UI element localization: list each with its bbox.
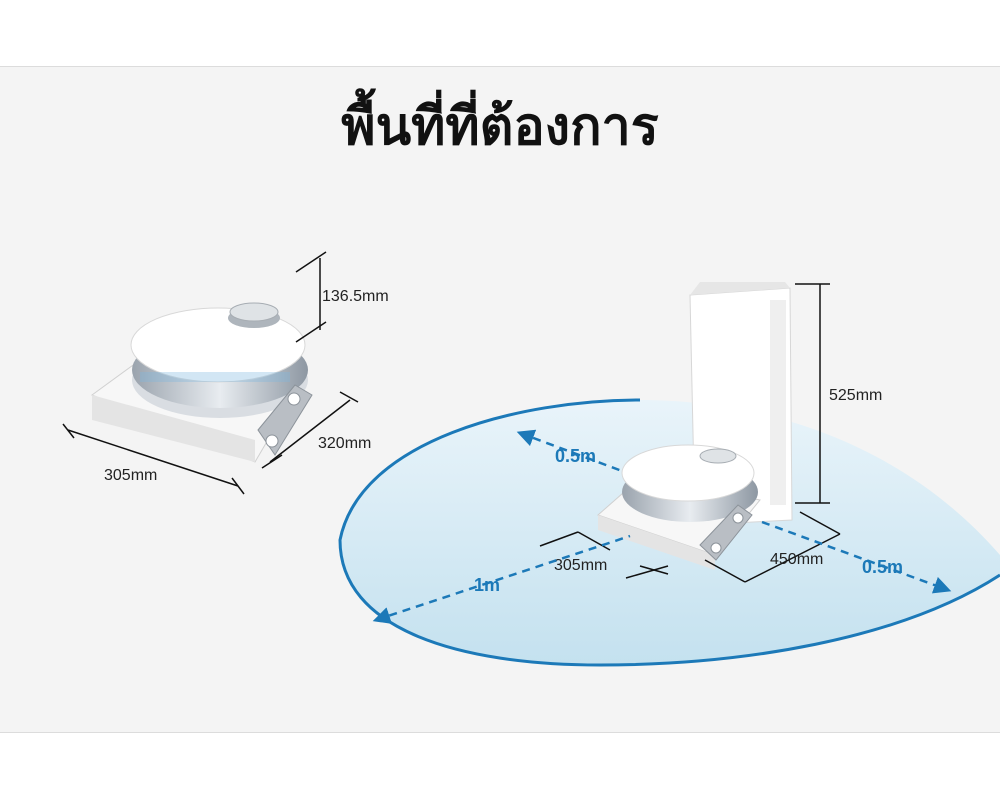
clearance-front-label: 1m [474,575,500,595]
robot-depth-label: 320mm [318,435,371,452]
clearance-right-label: 0.5m [862,557,903,577]
clearance-zone-edge [338,398,1000,667]
clearance-arrows [372,429,952,624]
robot-dimension-lines [62,251,359,495]
station-depth-label: 450mm [770,551,823,568]
robot-vacuum-illustration [90,302,313,463]
station-height-label: 525mm [829,387,882,404]
station-robot-width-label: 305mm [554,557,607,574]
page-title: พื้นที่ที่ต้องการ [341,97,659,157]
clearance-side-label: 0.5m [555,446,596,466]
clean-station-illustration [597,282,793,570]
robot-width-label: 305mm [104,467,157,484]
robot-height-label: 136.5mm [322,288,389,305]
station-dimension-lines [539,283,841,583]
